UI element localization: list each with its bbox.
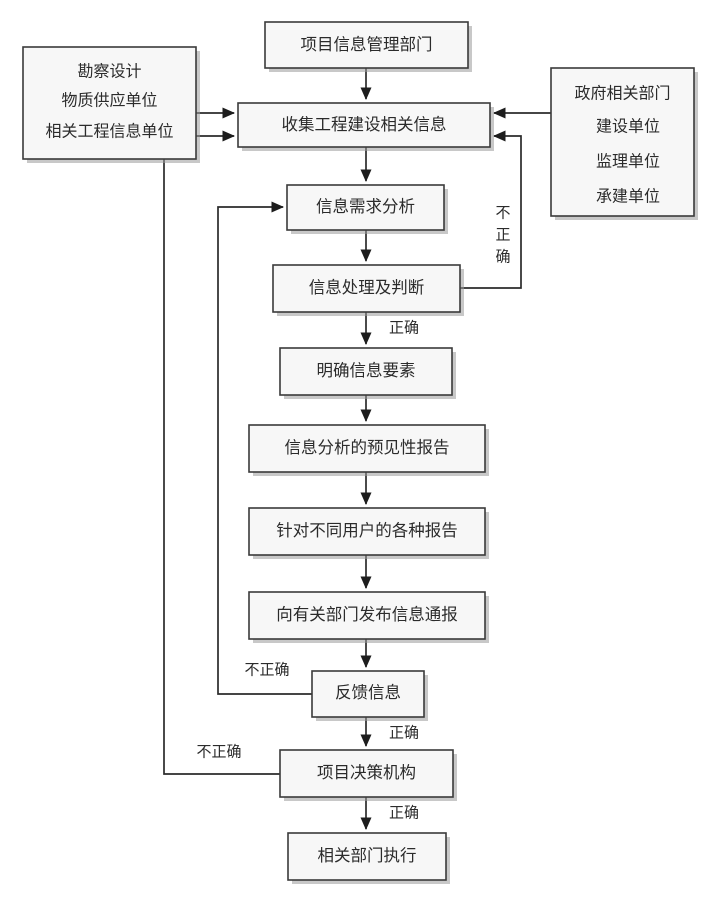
node-box <box>248 591 486 640</box>
node-project-decision-body[interactable]: 项目决策机构 <box>279 749 457 801</box>
node-label: 信息处理及判断 <box>309 278 425 297</box>
node-label: 相关部门执行 <box>318 846 417 865</box>
edge-label-incorrect-feedback: 不正确 <box>244 661 289 678</box>
node-label: 向有关部门发布信息通报 <box>276 605 458 624</box>
node-feedback-information[interactable]: 反馈信息 <box>311 670 428 721</box>
edge-label-correct-feedback: 正确 <box>389 724 419 741</box>
node-box <box>237 102 491 148</box>
node-box <box>287 832 447 881</box>
node-label-line-1: 勘察设计 <box>77 63 141 81</box>
node-predictive-analysis-report[interactable]: 信息分析的预见性报告 <box>248 424 489 476</box>
node-reports-for-different-users[interactable]: 针对不同用户的各种报告 <box>248 507 489 559</box>
node-project-info-dept[interactable]: 项目信息管理部门 <box>264 21 472 72</box>
node-label: 收集工程建设相关信息 <box>282 115 447 134</box>
node-information-demand-analysis[interactable]: 信息需求分析 <box>286 184 448 234</box>
edge-feedback-incorrect-to-demand <box>217 201 312 695</box>
node-label-line-1: 政府相关部门 <box>574 85 670 103</box>
node-label: 信息分析的预见性报告 <box>285 438 450 457</box>
node-box <box>550 67 695 217</box>
node-right-source-units[interactable]: 政府相关部门 建设单位 监理单位 承建单位 <box>550 67 698 220</box>
node-box <box>279 749 454 798</box>
node-box <box>311 670 425 718</box>
edge-label-correct-process: 正确 <box>389 319 419 336</box>
node-box <box>286 184 445 231</box>
node-label: 项目信息管理部门 <box>301 35 433 54</box>
node-label: 针对不同用户的各种报告 <box>276 521 458 540</box>
edge-label-incorrect-process-char-1: 不 <box>495 205 510 221</box>
node-label: 项目决策机构 <box>317 763 416 782</box>
node-left-source-units[interactable]: 勘察设计 物质供应单位 相关工程信息单位 <box>22 46 200 163</box>
node-information-processing-judgement[interactable]: 信息处理及判断 <box>272 264 464 316</box>
node-collect-construction-info[interactable]: 收集工程建设相关信息 <box>237 102 494 151</box>
edge-label-layer: 不 正 确 正确 不正确 正确 不正确 正确 <box>196 205 510 821</box>
node-label-line-2: 物质供应单位 <box>61 91 157 110</box>
node-publish-information-bulletin[interactable]: 向有关部门发布信息通报 <box>248 591 489 643</box>
node-box <box>279 347 453 396</box>
node-label: 明确信息要素 <box>317 361 416 380</box>
node-label-line-2: 建设单位 <box>596 118 660 136</box>
node-label-line-3: 监理单位 <box>596 153 660 171</box>
node-box <box>248 424 486 473</box>
node-box <box>22 46 197 160</box>
edge-label-correct-decision: 正确 <box>389 804 419 821</box>
edge-process-incorrect-to-collect <box>460 130 522 289</box>
node-relevant-departments-execute[interactable]: 相关部门执行 <box>287 832 450 884</box>
edge-label-incorrect-decision: 不正确 <box>196 743 241 760</box>
edge-label-incorrect-process-char-2: 正 <box>495 227 510 243</box>
node-box <box>272 264 461 313</box>
node-box <box>248 507 486 556</box>
node-box <box>264 21 469 69</box>
edge-label-incorrect-process-char-3: 确 <box>495 248 510 265</box>
node-label: 反馈信息 <box>335 683 401 702</box>
node-label-line-4: 承建单位 <box>596 188 660 206</box>
node-clarify-information-elements[interactable]: 明确信息要素 <box>279 347 456 399</box>
node-label: 信息需求分析 <box>316 197 415 216</box>
node-label-line-3: 相关工程信息单位 <box>45 123 173 141</box>
